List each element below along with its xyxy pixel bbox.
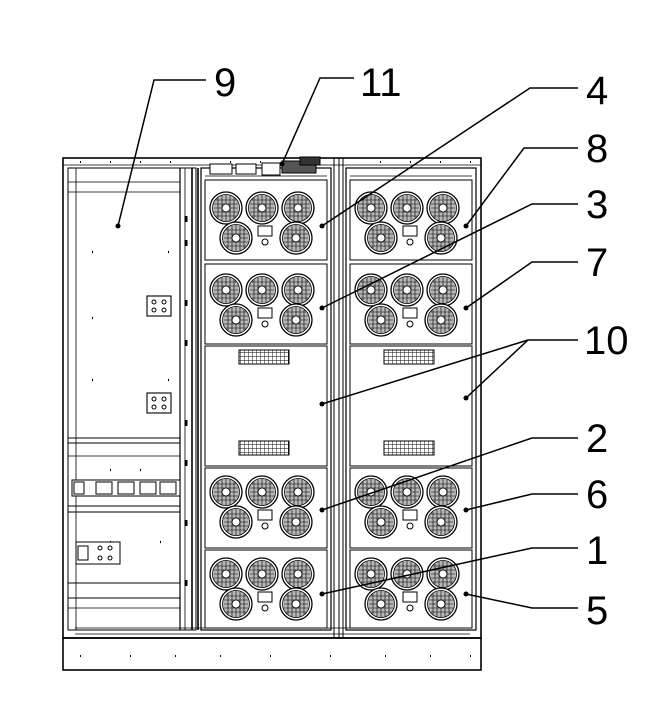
fan-icon <box>245 557 279 591</box>
status-panel <box>402 591 418 603</box>
status-led-icon <box>261 238 269 246</box>
callout-7: 7 <box>586 241 608 285</box>
busbar-terminal-icon <box>146 392 172 414</box>
callout-1: 1 <box>586 529 608 573</box>
busbar-strip <box>71 479 181 497</box>
fan-icon <box>281 273 315 307</box>
status-panel <box>402 307 418 319</box>
fan-icon <box>424 303 458 337</box>
fan-icon <box>426 273 460 307</box>
status-led-icon <box>406 238 414 246</box>
module-bay-left <box>200 167 332 631</box>
fan-icon <box>424 505 458 539</box>
fan-icon <box>245 191 279 225</box>
callout-3: 3 <box>586 183 608 227</box>
fan-icon <box>281 557 315 591</box>
leader-dots <box>115 161 469 597</box>
status-led-icon <box>261 604 269 612</box>
status-led-icon <box>406 320 414 328</box>
busbar-terminal-icon <box>146 295 172 317</box>
fan-icon <box>209 475 243 509</box>
status-panel <box>257 591 273 603</box>
fan-icon <box>364 303 398 337</box>
fan-icon <box>426 475 460 509</box>
fan-icon <box>209 273 243 307</box>
callout-4: 4 <box>586 69 608 113</box>
fan-icon <box>354 475 388 509</box>
callout-2: 2 <box>586 417 608 461</box>
top-connector <box>209 156 321 176</box>
fan-icon <box>209 191 243 225</box>
leader-lines <box>117 77 578 609</box>
fan-icon <box>279 221 313 255</box>
vent-grille <box>383 440 435 456</box>
fan-icon <box>219 221 253 255</box>
fan-icon <box>219 505 253 539</box>
fan-icon <box>219 303 253 337</box>
vent-grille <box>383 349 435 365</box>
fan-icon <box>281 191 315 225</box>
callout-8: 8 <box>586 127 608 171</box>
vent-grille <box>238 349 290 365</box>
fan-icon <box>390 557 424 591</box>
fan-icon <box>209 557 243 591</box>
fan-icon <box>426 191 460 225</box>
callout-10: 10 <box>584 319 629 363</box>
fan-icon <box>219 587 253 621</box>
fan-icon <box>426 557 460 591</box>
fan-icon <box>245 475 279 509</box>
fan-icon <box>390 191 424 225</box>
fan-icon <box>364 587 398 621</box>
fan-icon <box>390 273 424 307</box>
callout-9: 9 <box>214 61 236 105</box>
fan-icon <box>281 475 315 509</box>
fan-icon <box>354 191 388 225</box>
fan-icon <box>364 505 398 539</box>
status-panel <box>257 509 273 521</box>
status-panel <box>257 307 273 319</box>
callout-6: 6 <box>586 473 608 517</box>
status-led-icon <box>261 320 269 328</box>
fan-icon <box>364 221 398 255</box>
fan-modules <box>209 191 460 621</box>
status-panel <box>402 225 418 237</box>
fan-icon <box>279 587 313 621</box>
fan-icon <box>279 505 313 539</box>
fan-icon <box>424 587 458 621</box>
fan-icon <box>245 273 279 307</box>
callout-5: 5 <box>586 589 608 633</box>
busbar-lower <box>75 541 121 565</box>
fan-icon <box>279 303 313 337</box>
status-led-icon <box>406 604 414 612</box>
vent-grille <box>238 440 290 456</box>
status-panel <box>257 225 273 237</box>
status-panel <box>402 509 418 521</box>
status-led-icon <box>406 522 414 530</box>
callout-11: 11 <box>360 61 402 105</box>
status-led-icon <box>261 522 269 530</box>
